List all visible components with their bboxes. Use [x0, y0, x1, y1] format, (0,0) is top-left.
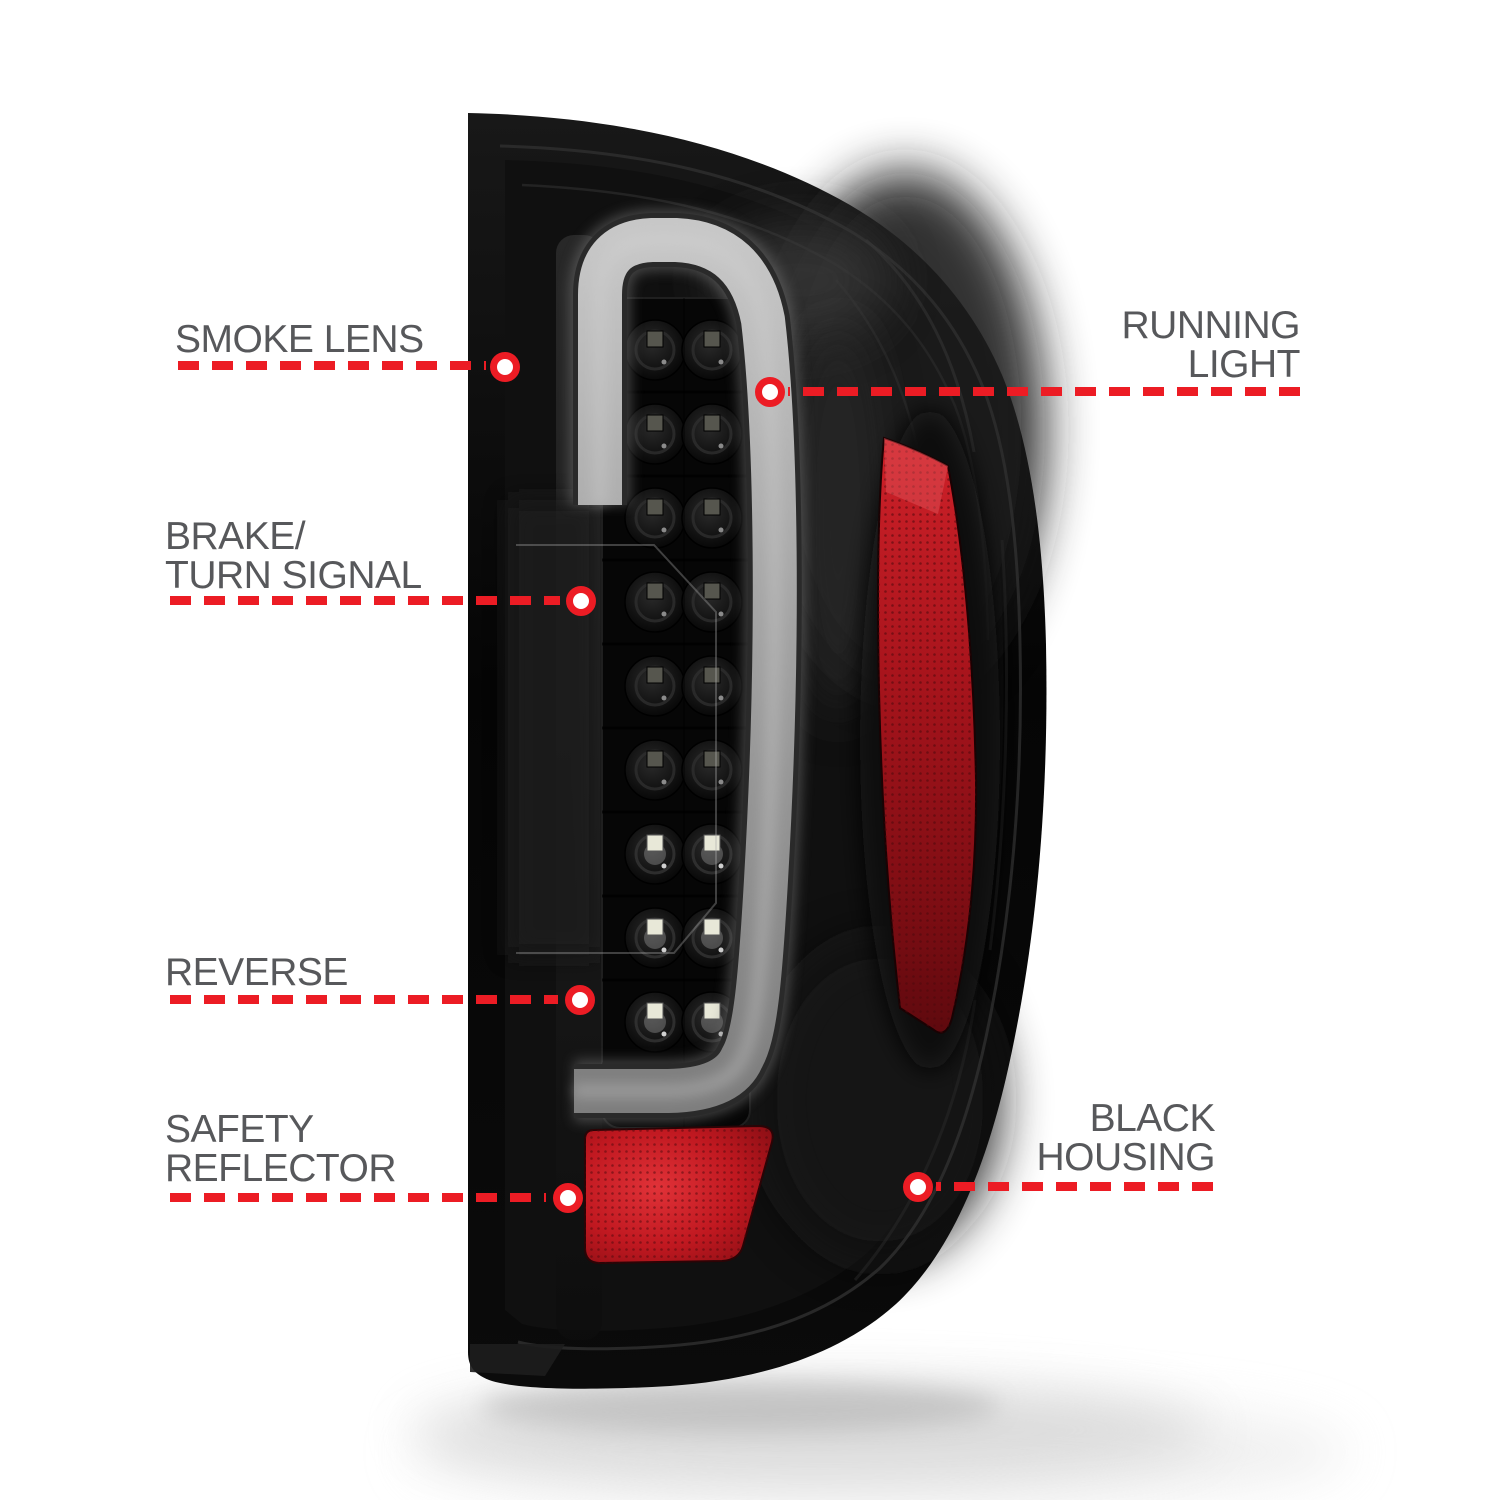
callout-label-black-housing: BLACK HOUSING [1036, 1097, 1215, 1179]
callout-line-reverse [170, 995, 558, 1004]
callout-marker-running-light [755, 377, 785, 407]
callout-line-brake-turn-signal [170, 596, 560, 605]
ground-shadow [410, 1380, 1350, 1500]
light-bar-tube [569, 209, 806, 1122]
callout-line-smoke-lens [178, 361, 486, 370]
callout-marker-smoke-lens [490, 352, 520, 382]
callout-line-black-housing [936, 1182, 1213, 1191]
brake-chamber-outline [516, 544, 717, 954]
callout-label-brake-turn-signal: BRAKE/ TURN SIGNAL [165, 515, 422, 597]
callout-label-running-light: RUNNING LIGHT [1121, 304, 1301, 386]
side-reflector-shape [860, 410, 1000, 1070]
callout-label-safety-reflector: SAFETY REFLECTOR [165, 1108, 397, 1190]
callout-marker-black-housing [903, 1172, 933, 1202]
callout-label-smoke-lens: SMOKE LENS [175, 318, 424, 361]
safety-reflector-shape [584, 1124, 774, 1265]
callout-label-reverse: REVERSE [165, 951, 348, 994]
callout-line-safety-reflector [170, 1193, 546, 1202]
callout-marker-brake-turn-signal [566, 586, 596, 616]
callout-marker-safety-reflector [553, 1183, 583, 1213]
callout-line-running-light [788, 387, 1300, 396]
callout-marker-reverse [565, 985, 595, 1015]
